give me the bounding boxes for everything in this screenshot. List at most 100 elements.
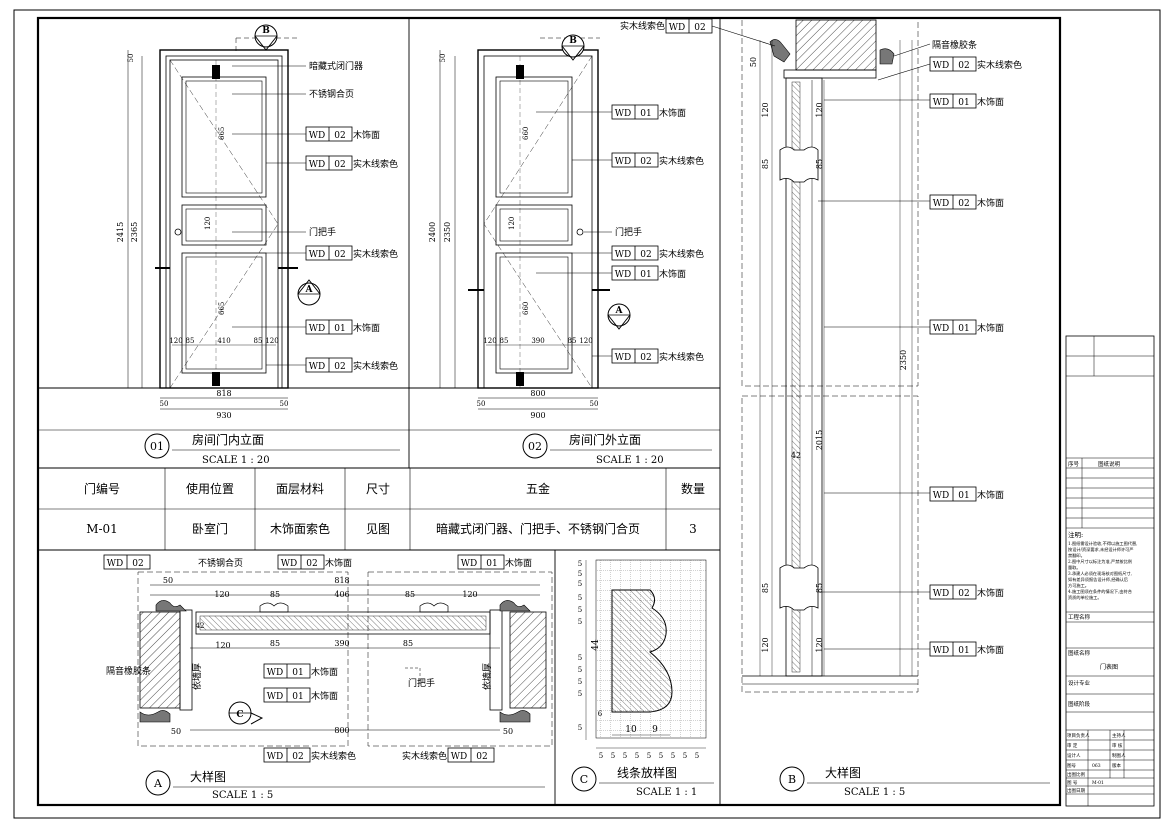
label-handle-a: 门把手 (408, 677, 435, 689)
dc-5i: 5 (578, 678, 582, 686)
view-scale-b: SCALE 1 : 5 (844, 787, 905, 798)
tag-02: 02 (958, 589, 969, 599)
tag-02: 02 (640, 353, 651, 363)
da-50b: 50 (171, 727, 181, 736)
tag-wd: WD (615, 270, 631, 280)
dc-6: 6 (598, 710, 603, 718)
da-85c: 85 (270, 639, 280, 648)
col-door-no: 门编号 (84, 481, 120, 496)
tag-01: 01 (292, 668, 303, 678)
tag-wd: WD (933, 324, 949, 334)
label-solid-trim-c: 实木线索色 (353, 360, 398, 372)
tb-designer: 设计人 (1067, 752, 1081, 759)
dc-5f: 5 (578, 618, 582, 626)
label-solid-trim-f: 实木线索色 (659, 351, 704, 363)
tags-01: 暗藏式闭门器 不锈钢合页 WD 02 木饰面 WD 02 实木线索色 门把手 W… (305, 60, 398, 373)
label-solid-trim-g: 实木线索色 (977, 59, 1022, 71)
view-title-text-b: 大样图 (825, 765, 861, 780)
dim-900: 900 (530, 411, 545, 420)
cell-door-no: M-01 (86, 522, 118, 536)
section-markers-top: B B A A (254, 24, 631, 330)
tag-wd: WD (451, 752, 467, 762)
drawing-border (36, 16, 1062, 807)
dim-panel-660b: 660 (522, 302, 530, 315)
label-handle-02: 门把手 (615, 226, 642, 238)
da-50: 50 (163, 576, 173, 585)
label-rubber-a: 隔音橡胶条 (106, 665, 151, 677)
tb-drafter: 制图人 (1112, 752, 1126, 759)
label-by-wall-b: 依墙厚 (481, 663, 493, 690)
label-wood-face-d: 木饰面 (659, 268, 686, 280)
dim-panel-665b: 665 (218, 302, 226, 315)
label-solid-wood-a: 木饰面 (977, 197, 1004, 209)
tag-wd: WD (267, 668, 283, 678)
view-num-02: 02 (528, 440, 542, 453)
tag-wd: WD (933, 589, 949, 599)
view-title-text-a: 大样图 (190, 769, 226, 784)
tb-note-8: 方可施工。 (1068, 582, 1089, 589)
tag-02: 02 (476, 752, 487, 762)
dc-b2: 5 (611, 752, 615, 760)
rail-2: 85 (186, 337, 195, 345)
tag-wd: WD (933, 491, 949, 501)
tb-note-3: 禁翻印。 (1068, 552, 1085, 559)
tag-wd: WD (107, 559, 123, 569)
dims-02: 2400 2350 50 660 660 120 800 900 50 50 1… (428, 54, 598, 420)
dim-mid-120: 120 (204, 217, 212, 230)
tag-wd: WD (461, 559, 477, 569)
view-num-a: A (153, 777, 163, 790)
dc-5j: 5 (578, 690, 582, 698)
view-title-text-02: 房间门外立面 (569, 432, 641, 447)
dc-44: 44 (591, 639, 601, 651)
tag-02: 02 (334, 131, 345, 141)
label-wood-face-i: 木饰面 (977, 96, 1004, 108)
label-wood-face-k: 木饰面 (977, 489, 1004, 501)
db-2350: 2350 (899, 350, 908, 370)
tb-note-9: 4.施工图须在条件的情况下,由符合 (1068, 588, 1133, 595)
outer-frame (13, 9, 1161, 819)
tag-02: 02 (292, 752, 303, 762)
rail2-3: 390 (531, 337, 544, 345)
detail-a: C (137, 571, 553, 747)
dc-b7: 5 (671, 752, 675, 760)
dim-800: 800 (530, 389, 545, 398)
detail-c (585, 559, 707, 749)
marker-b-01: B (262, 26, 270, 36)
cell-material: 木饰面索色 (270, 522, 330, 536)
detail-b (741, 17, 919, 693)
tb-note-4: 2.图中尺寸以标注为准,严禁按比例 (1068, 558, 1132, 565)
tag-wd: WD (309, 160, 325, 170)
db-120a: 120 (761, 102, 770, 117)
db-85a: 85 (761, 159, 770, 169)
dc-5e: 5 (578, 606, 582, 614)
tb-note-6: 3.承建人必须在现场核对图纸尺寸, (1068, 570, 1132, 577)
detail-b-tags: 实木线索色 WD 02 隔音橡胶条 WD 02 实木线索色 WD 01 木饰面 … (620, 18, 1022, 657)
door-schedule: 门编号 使用位置 面层材料 尺寸 五金 数量 M-01 卧室门 木饰面索色 见图… (38, 468, 720, 550)
dim-top-50b: 50 (439, 54, 447, 63)
dim-50-l2: 50 (477, 400, 486, 408)
tb-number-val: M-01 (1092, 780, 1104, 786)
da-85: 85 (270, 590, 280, 599)
detail-a-tags: WD 02 不锈钢合页 WD 02 木饰面 WD 01 木饰面 WD 01 木饰… (103, 554, 532, 763)
tb-note-5: 量取。 (1068, 564, 1081, 571)
db-85b: 85 (815, 159, 824, 169)
da-800: 800 (334, 726, 349, 735)
da-120b: 120 (462, 590, 477, 599)
tag-01: 01 (292, 692, 303, 702)
view-num-c: C (580, 773, 588, 786)
dc-9: 9 (652, 725, 658, 735)
rail2-2: 85 (500, 337, 509, 345)
tb-number: 图 号 (1067, 780, 1078, 786)
tb-seq: 序号 (1068, 460, 1080, 468)
label-wood-face-e: 木饰面 (325, 557, 352, 569)
tb-note-10: 资质的单位施工。 (1068, 594, 1102, 601)
tb-check: 审 核 (1112, 742, 1123, 749)
dim-2365: 2365 (130, 222, 139, 242)
label-rubber-b: 隔音橡胶条 (932, 39, 977, 51)
label-hinge-01: 不锈钢合页 (309, 88, 354, 100)
col-qty: 数量 (681, 481, 705, 496)
tb-sheet-no: 图号 (1067, 763, 1076, 769)
view-scale-a: SCALE 1 : 5 (212, 790, 273, 801)
label-solid-wood-b: 木饰面 (977, 587, 1004, 599)
tag-02: 02 (334, 362, 345, 372)
